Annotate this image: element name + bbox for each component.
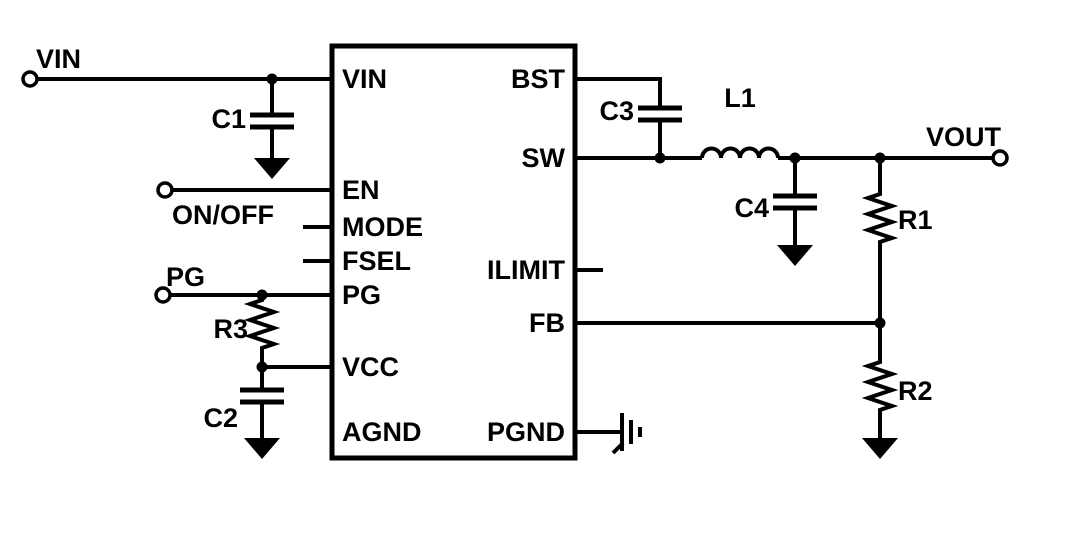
c4-ground-icon (777, 245, 813, 266)
ic-body: VIN EN MODE FSEL PG VCC AGND BST SW ILIM… (329, 43, 578, 461)
component-c1-capacitor: C1 (211, 79, 294, 179)
wire-bst (575, 77, 662, 108)
r3-zigzag (243, 295, 281, 367)
component-label-r3: R3 (213, 314, 248, 344)
ic-pin-label-ilimit: ILIMIT (487, 255, 565, 285)
component-r2-resistor: R2 (861, 323, 933, 459)
pg-terminal-icon (154, 286, 172, 304)
l1-inductor-icon (700, 146, 780, 159)
r1-zigzag (861, 158, 899, 323)
component-r1-resistor: R1 (861, 158, 933, 323)
component-label-l1: L1 (724, 83, 756, 113)
component-label-r1: R1 (898, 205, 933, 235)
pgnd-ground (575, 413, 642, 455)
ic-pin-label-pgnd: PGND (487, 417, 565, 447)
c1-ground-icon (254, 158, 290, 179)
c2-ground-icon (244, 438, 280, 459)
ic-pin-label-bst: BST (511, 64, 566, 94)
terminal-label-pg: PG (166, 262, 205, 292)
component-label-c4: C4 (734, 193, 769, 223)
ic-pin-label-agnd: AGND (342, 417, 422, 447)
ic-outline (329, 43, 578, 461)
component-label-c2: C2 (203, 403, 238, 433)
component-label-c3: C3 (599, 96, 634, 126)
component-c4-capacitor: C4 (734, 158, 817, 266)
component-label-r2: R2 (898, 376, 933, 406)
on-off-terminal-icon (156, 181, 174, 199)
ic-pin-label-sw: SW (522, 143, 566, 173)
component-c2-capacitor: C2 (203, 367, 284, 459)
net-fb (575, 317, 886, 329)
ic-pin-label-en: EN (342, 175, 380, 205)
net-vin: VIN (21, 44, 332, 88)
r2-ground-icon (862, 438, 898, 459)
vin-terminal-icon (21, 70, 39, 88)
ic-pin-label-fb: FB (529, 308, 565, 338)
pgnd-earth-hatch (611, 441, 625, 455)
ic-pin-label-fsel: FSEL (342, 246, 411, 276)
ic-pin-label-vin: VIN (342, 64, 387, 94)
component-c3-capacitor: C3 (575, 77, 682, 158)
junction-sw-c3 (654, 152, 666, 164)
ic-pin-label-vcc: VCC (342, 352, 399, 382)
net-sw-vout: L1 VOUT (575, 83, 1009, 167)
terminal-label-vout: VOUT (926, 122, 1002, 152)
ic-pin-label-mode: MODE (342, 212, 423, 242)
terminal-label-on-off: ON/OFF (172, 200, 274, 230)
ic-pin-label-pg: PG (342, 280, 381, 310)
r2-zigzag (861, 323, 899, 438)
component-r3-resistor: R3 (213, 295, 281, 367)
net-enable: ON/OFF (156, 181, 332, 230)
terminal-label-vin: VIN (36, 44, 81, 74)
component-label-c1: C1 (211, 104, 246, 134)
vout-terminal-icon (991, 149, 1009, 167)
net-pg-vcc: PG (154, 262, 332, 373)
